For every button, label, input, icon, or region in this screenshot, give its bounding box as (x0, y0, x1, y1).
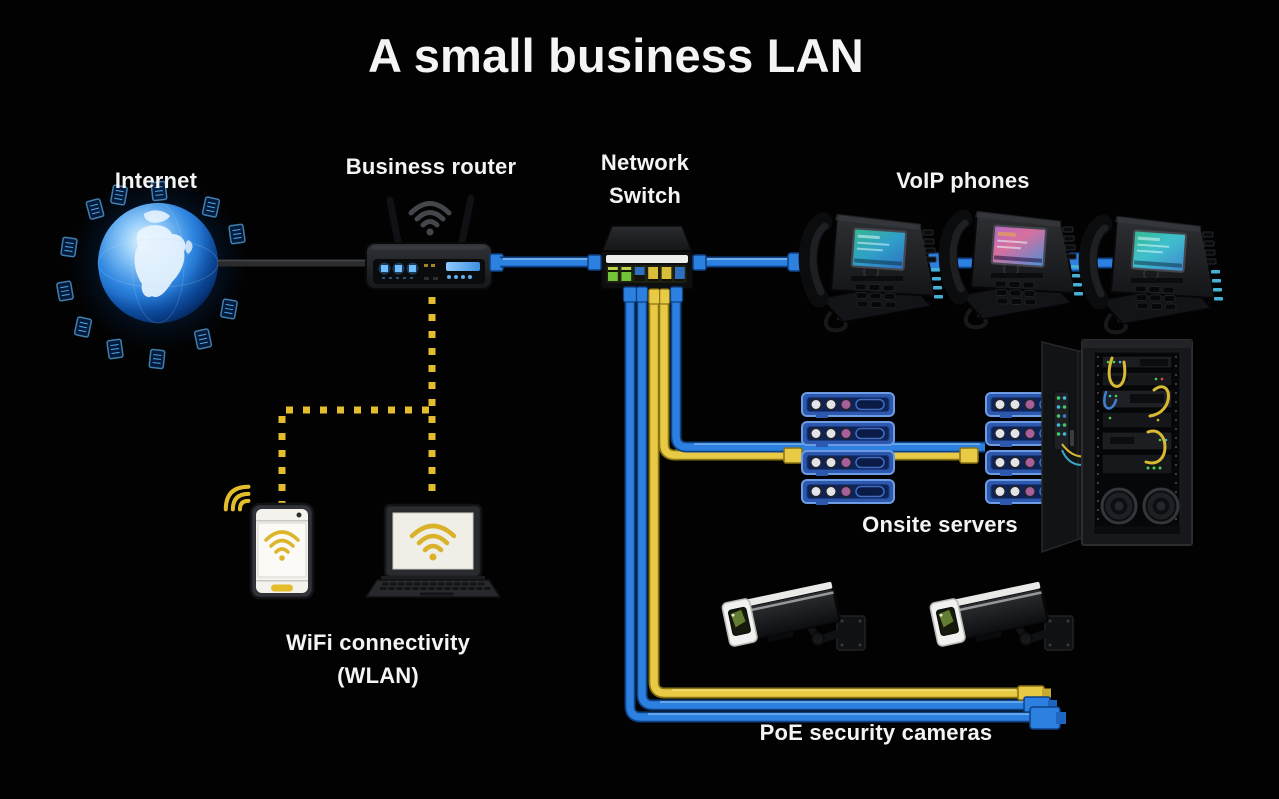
router-label: Business router (345, 154, 517, 179)
switch-label: Network Switch (601, 146, 689, 212)
security-camera-1 (721, 580, 865, 650)
cabinet-fans (1100, 487, 1180, 525)
wifi-signal-icon (408, 201, 452, 236)
router-icon (365, 194, 504, 290)
smartphone-icon (223, 484, 315, 600)
switch-cable-plugs (622, 286, 684, 305)
wifi-signal-icon (223, 484, 251, 512)
wlan-dotted-links (278, 297, 436, 503)
server-cable-connectors (783, 447, 979, 464)
voip-label: VoIP phones (896, 168, 1030, 193)
router-antenna-right (457, 194, 475, 251)
laptop-icon (364, 503, 502, 598)
voip-phone-2 (948, 211, 1083, 327)
wlan-label-line2: (WLAN) (337, 663, 419, 688)
cameras-label: PoE security cameras (759, 720, 993, 745)
cabinet-patch-cables (1103, 356, 1170, 465)
internet-label: Internet (114, 168, 198, 193)
laptop-trackpad (420, 592, 454, 596)
phone-camera-dot (296, 512, 302, 518)
router-antenna-left (386, 196, 403, 251)
security-camera-2 (929, 580, 1073, 650)
voip-phone-3 (1088, 216, 1223, 332)
wifi-signal-icon (264, 530, 300, 561)
switch-ports (606, 265, 687, 283)
voip-phone-1 (808, 214, 943, 330)
servers-label: Onsite servers (862, 512, 1018, 537)
cable-switch-cameras-blue-1 (624, 288, 1036, 723)
cable-switch-servers-yellow (658, 288, 968, 461)
page-title: A small business LAN (368, 29, 864, 82)
cable-switch-cameras-blue-2 (636, 288, 1030, 711)
wlan-label-line1: WiFi connectivity (285, 630, 471, 655)
cable-internet-router (218, 259, 370, 267)
home-button (271, 584, 293, 592)
switch-icon (587, 225, 707, 290)
laptop-screen (392, 512, 474, 570)
camera-cable-connectors (1017, 685, 1066, 730)
globe-icon (55, 175, 246, 370)
switch-label-line1: Network (600, 150, 690, 175)
switch-label-line2: Switch (608, 183, 682, 208)
server-cabinet-icon (1041, 339, 1193, 554)
cable-router-switch (500, 256, 600, 268)
wlan-label: WiFi connectivity (WLAN) (286, 626, 470, 692)
wifi-signal-icon (409, 523, 457, 561)
cable-switch-cameras-yellow (648, 288, 1022, 699)
laptop-keyboard (380, 582, 491, 590)
